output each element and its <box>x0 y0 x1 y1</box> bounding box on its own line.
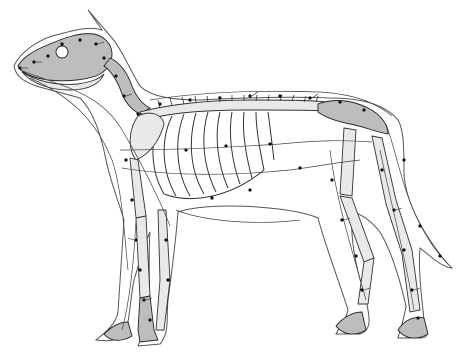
rib-cage <box>153 112 274 199</box>
acupuncture-points <box>18 38 441 321</box>
point-label-marks <box>22 42 420 300</box>
rear-front-leg <box>156 210 170 330</box>
spine <box>140 100 340 120</box>
front-leg-humerus <box>130 158 146 218</box>
eye-orbit <box>56 46 68 58</box>
tail-vertebrae <box>386 124 448 264</box>
cervical-vertebrae <box>104 58 150 114</box>
front-leg-radius <box>136 216 150 298</box>
hind-paw <box>336 312 366 334</box>
tibia <box>340 196 374 262</box>
front-leg-paw <box>138 296 158 342</box>
far-hind-leg <box>372 136 420 312</box>
near-front-paw <box>104 322 132 340</box>
